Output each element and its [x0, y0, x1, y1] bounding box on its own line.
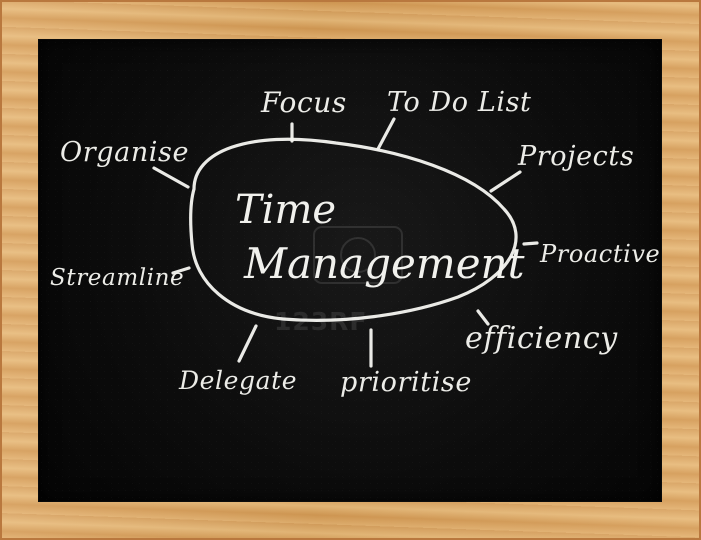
- streamline-label: Streamline: [50, 265, 184, 291]
- efficiency-label: efficiency: [465, 321, 618, 356]
- central-ellipse: [189, 137, 518, 322]
- chalkboard: 123RF Time Management Focus To Do List O…: [38, 39, 662, 502]
- focus-label: Focus: [260, 86, 347, 119]
- proactive-connector: [522, 241, 539, 246]
- delegate-connector: [237, 324, 258, 363]
- organise-connector: [152, 166, 190, 189]
- projects-connector: [489, 170, 522, 193]
- delegate-label: Delegate: [178, 366, 297, 395]
- watermark-camera-icon: [313, 226, 403, 284]
- projects-label: Projects: [517, 141, 634, 172]
- todo-connector: [376, 117, 396, 151]
- watermark-lens-icon: [340, 237, 376, 273]
- mind-map-drawing: 123RF Time Management Focus To Do List O…: [50, 86, 660, 398]
- todo-label: To Do List: [387, 87, 532, 118]
- streamline-connector: [171, 266, 191, 275]
- prioritise-label: prioritise: [340, 367, 472, 398]
- efficiency-connector: [476, 309, 490, 326]
- proactive-label: Proactive: [539, 240, 660, 268]
- title-line-2: Management: [243, 239, 525, 288]
- title-line-1: Time: [235, 187, 336, 233]
- organise-label: Organise: [60, 137, 189, 168]
- watermark-text: 123RF: [274, 307, 368, 336]
